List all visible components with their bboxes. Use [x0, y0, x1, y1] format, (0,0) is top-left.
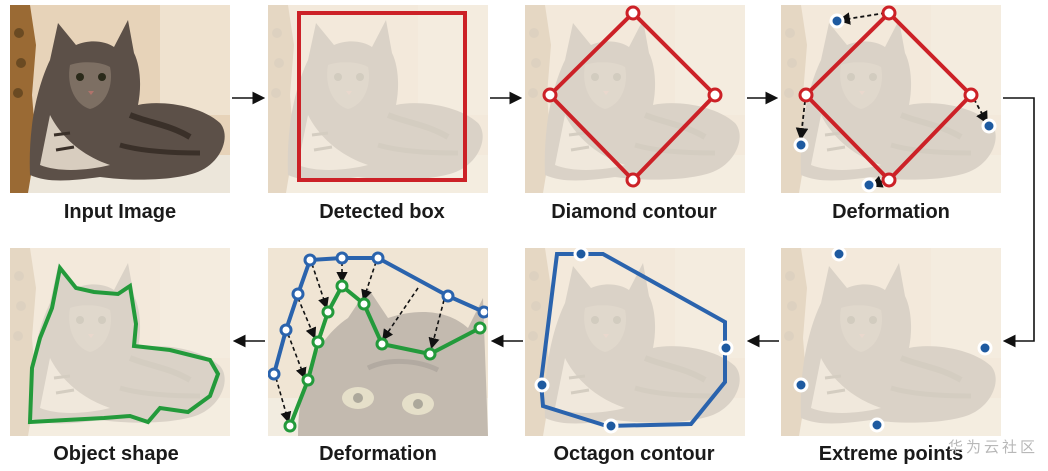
diamond-vertices [542, 5, 723, 188]
panel-diamond-contour [525, 5, 745, 193]
caption-extreme-points: Extreme points [818, 443, 964, 465]
detected-bounding-box [297, 11, 467, 182]
caption-deformation-bottom: Deformation [319, 443, 437, 465]
extreme-points [793, 13, 997, 193]
panel-deformation-bottom [268, 248, 488, 436]
arrow-deformation-to-extreme [1002, 97, 1035, 348]
blue-points [268, 251, 488, 381]
cat-photo-faded [268, 5, 488, 193]
object-shape-contour [27, 263, 221, 425]
panel-octagon-contour [525, 248, 745, 436]
extreme-points [793, 248, 993, 433]
caption-input-image: Input Image [63, 201, 177, 223]
watermark: 华为云社区 [947, 438, 1038, 456]
caption-octagon-contour: Octagon contour [553, 443, 715, 465]
octagon-extreme-points [534, 248, 734, 434]
panel-extreme-points [781, 248, 1001, 436]
caption-object-shape: Object shape [53, 443, 179, 465]
panel-detected-box [268, 5, 488, 193]
panel-object-shape [10, 248, 230, 436]
green-points [283, 279, 487, 433]
caption-diamond-contour: Diamond contour [551, 201, 717, 223]
panel-deformation-top [781, 5, 1001, 193]
caption-deformation-top: Deformation [832, 201, 950, 223]
caption-detected-box: Detected box [319, 201, 445, 223]
